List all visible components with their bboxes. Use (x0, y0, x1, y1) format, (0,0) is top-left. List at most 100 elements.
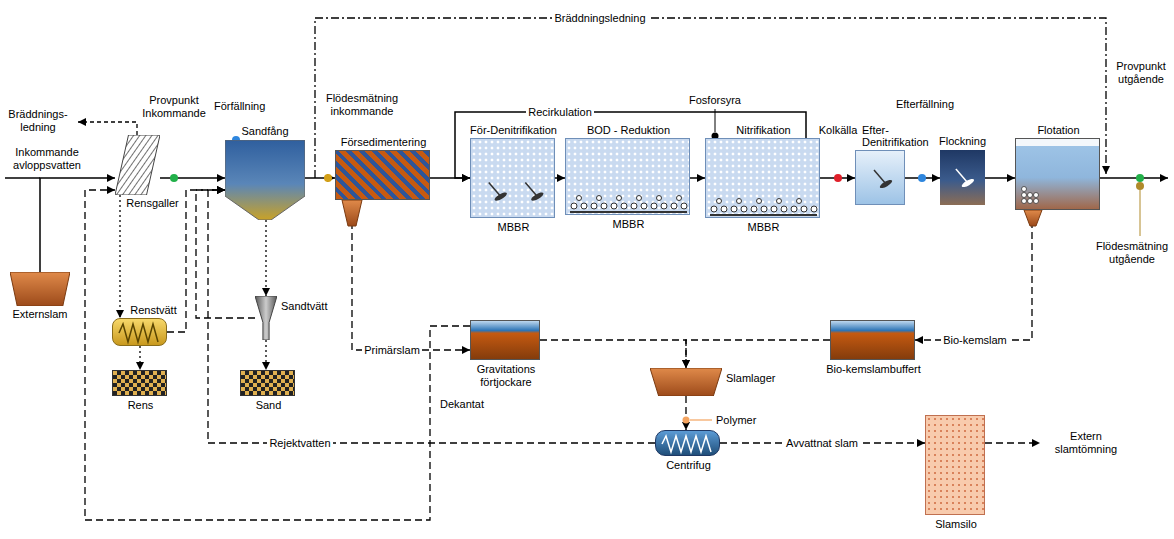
flow-connector (208, 190, 655, 443)
drawing-part (757, 199, 762, 204)
drawing-part (801, 206, 807, 212)
label-text: Renstvätt (130, 304, 176, 317)
drawing-part (721, 206, 727, 212)
label-text: Externslam (12, 308, 67, 321)
drawing-part (797, 199, 802, 204)
drawing-part (1028, 193, 1033, 198)
drawing-part (489, 183, 501, 197)
flow-connector (160, 177, 225, 179)
text-holder: Bräddningsledning (552, 12, 647, 25)
drawing-part (342, 200, 362, 226)
drawing-part (617, 196, 622, 201)
flow-connector (40, 178, 115, 272)
text-holder: Bio-kemslam (941, 334, 1009, 347)
drawing-part (1028, 199, 1033, 204)
label-text: Bräddnings- ledning (4, 108, 72, 133)
drawing-part (597, 196, 602, 201)
drawing-part (661, 203, 667, 209)
flow-connector (540, 340, 686, 368)
drawing-part (10, 272, 70, 306)
drawing-part (731, 206, 737, 212)
drawing-part (651, 203, 657, 209)
label-text: Kolkälla (819, 124, 858, 137)
drawing-part (324, 174, 332, 182)
shape-art (113, 319, 168, 347)
drawing-part (1034, 199, 1039, 204)
text-holder: Provpunkt Inkommande (139, 94, 209, 119)
drawing-part (715, 109, 716, 132)
mbbr-tank: För-DenitrifikationMBBR (470, 138, 555, 218)
drawing-part (1034, 193, 1039, 198)
drawing-part (225, 140, 305, 220)
text-holder: Slamsilo (935, 518, 977, 531)
label-text: Efterfällning (896, 98, 954, 111)
text-holder: Sandfång (241, 125, 288, 138)
text-holder: Nitrifikation (736, 124, 790, 137)
drawing-part (581, 203, 587, 209)
mbbr-tank: BOD - ReduktionMBBR (565, 138, 690, 215)
label-text: Dekantat (438, 398, 486, 411)
text-holder: Bräddnings- ledning (4, 108, 72, 133)
text-holder: Recirkulation (526, 106, 594, 119)
text-holder: Förfällning (214, 100, 265, 113)
flow-connector (119, 195, 120, 318)
text-holder: Renstvätt (130, 304, 176, 317)
drawing-part (650, 368, 722, 396)
drawing-part (601, 203, 607, 209)
drawing-part (711, 206, 717, 212)
shape-art (856, 151, 906, 206)
drawing-part (115, 135, 160, 195)
drawing-part (631, 203, 637, 209)
label-text: Rens (128, 399, 154, 412)
flow-connector (685, 396, 686, 430)
drawing-part (956, 169, 968, 183)
sludge-silo: Slamsilo (925, 415, 985, 515)
text-holder: MBBR (748, 221, 780, 234)
drawing-part (741, 206, 747, 212)
text-holder: För-Denitrifikation (470, 124, 557, 137)
drawing-part (1100, 177, 1168, 179)
drawing-part (78, 122, 137, 135)
drawing-part (1024, 210, 1042, 226)
text-holder: Extern slamtömning (1046, 430, 1126, 455)
shape-art (225, 140, 305, 220)
drawing-part (985, 442, 1040, 443)
label-text: Centrifug (666, 459, 711, 472)
text-holder: Inkommande avloppsvatten (4, 146, 90, 171)
drawing-part (777, 199, 782, 204)
drawing-part (493, 191, 508, 202)
denitrification-tank: Efter- Denitrifikation (855, 150, 905, 205)
text-holder: Flotation (1037, 124, 1079, 137)
label-text: BOD - Reduktion (587, 124, 670, 137)
label-text: Förfällning (214, 100, 265, 113)
drawing-part (811, 206, 817, 212)
label-text: Flödesmätning inkommande (322, 92, 402, 117)
shape-art (566, 139, 691, 216)
text-holder: Försedimentering (341, 136, 427, 149)
drawing-part (834, 174, 842, 182)
flow-connector (985, 177, 1015, 179)
text-holder: Efter- Denitrifikation (862, 124, 940, 149)
drawing-part (591, 203, 597, 209)
container: Sand (240, 370, 295, 396)
drawing-part (662, 436, 711, 452)
label-text: Slamsilo (935, 518, 977, 531)
label-text: MBBR (748, 221, 780, 234)
drawing-part (525, 183, 537, 197)
flow-connector (85, 190, 470, 520)
shape-art (706, 139, 821, 219)
text-holder: Primärslam (362, 344, 422, 357)
label-text: Flödesmätning utgående (1092, 240, 1172, 265)
drawing-part (1022, 193, 1027, 198)
drawing-part (681, 203, 687, 209)
label-text: Primärslam (362, 344, 422, 357)
drawing-part (170, 174, 178, 182)
drawing-part (119, 324, 158, 342)
drawing-part (570, 211, 687, 213)
label-text: Sandfång (241, 125, 288, 138)
label-text: Försedimentering (341, 136, 427, 149)
text-holder: Rens (128, 399, 154, 412)
text-holder: Gravitations förtjockare (464, 363, 548, 388)
drawing-part (657, 196, 662, 201)
